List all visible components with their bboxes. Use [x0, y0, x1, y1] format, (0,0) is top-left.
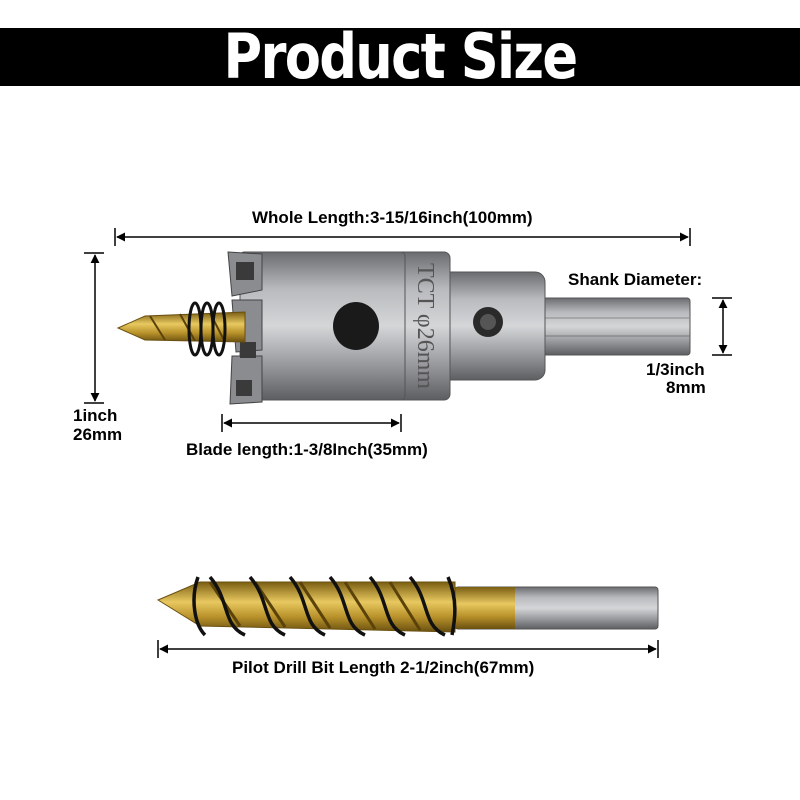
pilot-bit-spring	[192, 575, 457, 637]
height-dimension	[84, 252, 104, 404]
whole-length-dimension	[114, 228, 691, 246]
pilot-spring	[187, 301, 227, 357]
page-title: Product Size	[223, 20, 579, 93]
shank-diameter-inch: 1/3inch	[646, 360, 705, 379]
shank-diameter-dimension	[712, 297, 732, 356]
pilot-length-label: Pilot Drill Bit Length 2-1/2inch(67mm)	[232, 658, 535, 677]
pilot-drill-bit	[156, 575, 659, 637]
shank-diameter-mm: 8mm	[666, 378, 706, 397]
pilot-length-dimension	[157, 640, 659, 658]
height-inch-label: 1inch	[73, 406, 118, 425]
shank-diameter-title: Shank Diameter:	[568, 270, 703, 289]
engraving-text: TCT φ26mm	[412, 263, 438, 389]
hole-saw: TCT φ26mm	[116, 251, 691, 405]
height-mm-label: 26mm	[73, 425, 123, 444]
ejection-hole	[333, 302, 379, 350]
title-banner	[0, 28, 800, 86]
whole-length-label: Whole Length:3-15/16inch(100mm)	[252, 208, 533, 227]
blade-length-dimension	[221, 414, 402, 432]
blade-length-label: Blade length:1-3/8Inch(35mm)	[186, 440, 428, 459]
